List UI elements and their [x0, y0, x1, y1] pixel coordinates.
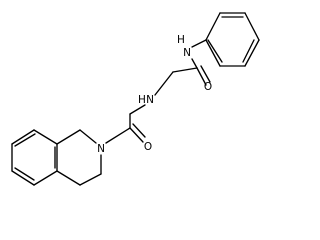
- bond-19: [105, 127, 131, 144]
- bond-18: [132, 123, 146, 138]
- structure-diagram: N H O N H N O: [11, 12, 260, 186]
- bond-30: [33, 170, 58, 186]
- amide-oxygen-label: O: [204, 81, 212, 93]
- bond-11: [196, 67, 207, 86]
- amide-hydrogen-label: H: [177, 34, 185, 46]
- bond-lines: [11, 12, 260, 186]
- bond-27: [11, 129, 35, 145]
- bond-13: [172, 67, 198, 73]
- bond-29: [11, 170, 35, 186]
- bond-2: [244, 12, 260, 41]
- bond-12: [200, 65, 211, 83]
- bond-21: [56, 129, 81, 145]
- amine-hydrogen-label: H: [138, 94, 146, 106]
- bond-31: [14, 133, 36, 147]
- bond-8: [207, 39, 223, 63]
- bond-32: [14, 167, 35, 181]
- amide-nitrogen-label: N: [183, 47, 191, 59]
- bond-24: [79, 173, 102, 186]
- bond-14: [154, 71, 174, 96]
- ring-nitrogen-label: N: [97, 143, 105, 155]
- bond-15: [129, 104, 146, 115]
- amine-nitrogen-label: N: [146, 94, 154, 106]
- bond-23: [56, 170, 81, 186]
- bond-10: [191, 58, 198, 69]
- bond-26: [33, 129, 58, 145]
- bond-5: [205, 39, 221, 67]
- bond-3: [244, 39, 260, 67]
- ketone-oxygen-label: O: [144, 141, 152, 153]
- bond-9: [191, 39, 207, 48]
- bond-0: [205, 12, 221, 41]
- bond-17: [129, 127, 144, 143]
- bond-20: [79, 129, 97, 144]
- bond-7: [242, 39, 255, 63]
- atom-labels: N H O N H N O: [97, 34, 212, 155]
